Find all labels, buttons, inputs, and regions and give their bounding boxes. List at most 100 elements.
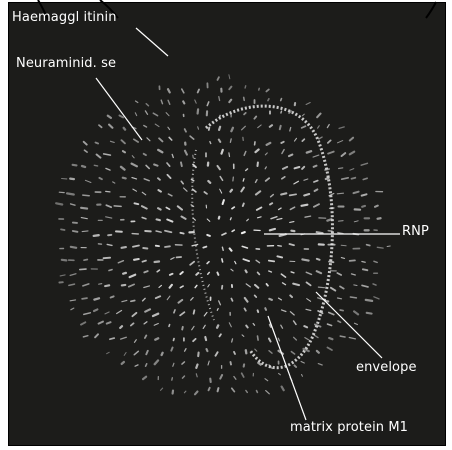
- surface-spike: [207, 349, 208, 351]
- surface-spike: [190, 262, 194, 265]
- surface-spike: [328, 348, 332, 351]
- surface-spike: [196, 374, 197, 377]
- surface-spike: [281, 99, 282, 101]
- surface-spike: [305, 338, 309, 340]
- surface-spike: [362, 262, 365, 263]
- surface-spike: [109, 125, 112, 128]
- surface-spike: [143, 248, 147, 249]
- surface-spike: [83, 284, 89, 286]
- surface-spike: [341, 258, 344, 259]
- surface-spike: [111, 296, 114, 297]
- rnp-strand: [243, 204, 244, 207]
- surface-spike: [185, 349, 186, 352]
- surface-spike: [153, 314, 158, 316]
- surface-spike: [301, 362, 304, 364]
- surface-spike: [219, 97, 220, 101]
- surface-spike: [71, 308, 74, 310]
- surface-spike: [104, 258, 111, 259]
- matrix-layer: [192, 150, 214, 320]
- rnp-strand: [305, 216, 311, 217]
- rnp-strand: [269, 271, 272, 272]
- surface-spike: [184, 188, 187, 191]
- surface-spike: [350, 152, 354, 155]
- surface-spike: [307, 282, 311, 285]
- rnp-strand: [217, 273, 218, 275]
- surface-spike: [361, 163, 367, 165]
- surface-spike: [73, 231, 78, 232]
- surface-spike: [266, 89, 268, 91]
- rnp-strand: [302, 205, 308, 206]
- rnp-strand: [255, 285, 258, 288]
- surface-spike: [158, 208, 161, 209]
- surface-spike: [166, 113, 169, 116]
- surface-spike: [246, 350, 247, 353]
- surface-spike: [172, 154, 173, 157]
- surface-spike: [159, 190, 161, 192]
- surface-spike: [82, 298, 87, 299]
- surface-spike: [354, 221, 358, 222]
- rnp-strand: [315, 190, 318, 192]
- surface-spike: [73, 165, 77, 166]
- surface-spike: [258, 310, 259, 312]
- rnp-strand: [290, 244, 295, 245]
- surface-spike: [234, 352, 235, 354]
- surface-spike: [61, 229, 65, 230]
- surface-spike: [209, 388, 210, 391]
- surface-spike: [120, 116, 124, 118]
- rnp-strand: [232, 230, 234, 231]
- surface-spike: [167, 175, 170, 178]
- surface-spike: [374, 297, 379, 299]
- rnp-strand: [302, 259, 308, 260]
- surface-spike: [172, 378, 173, 381]
- rnp-strand: [207, 219, 210, 221]
- surface-spike: [145, 111, 147, 114]
- surface-spike: [81, 218, 87, 219]
- surface-spike: [144, 271, 147, 272]
- surface-spike: [156, 231, 161, 232]
- surface-spike: [82, 166, 85, 167]
- surface-spike: [99, 125, 102, 127]
- surface-spike: [373, 284, 376, 285]
- surface-spike: [144, 126, 147, 128]
- surface-spike: [104, 154, 111, 155]
- surface-spike: [268, 99, 269, 101]
- rnp-strand: [219, 140, 221, 142]
- surface-spike: [156, 296, 160, 298]
- surface-spike: [278, 338, 279, 341]
- surface-spike: [134, 259, 139, 260]
- rnp-strand: [280, 126, 281, 129]
- surface-spike: [117, 311, 122, 314]
- rnp-strand: [231, 128, 233, 131]
- surface-spike: [180, 272, 183, 274]
- surface-spike: [257, 391, 258, 393]
- surface-spike: [107, 352, 110, 353]
- surface-spike: [173, 363, 174, 366]
- surface-spike: [354, 285, 357, 286]
- rnp-strand: [256, 260, 259, 262]
- surface-spike: [84, 142, 87, 145]
- surface-spike: [154, 165, 157, 166]
- surface-spike: [96, 143, 99, 144]
- surface-spike: [122, 300, 127, 301]
- surface-spike: [182, 89, 184, 93]
- surface-spike: [122, 247, 126, 248]
- rnp-strand: [306, 272, 311, 274]
- surface-spike: [124, 353, 126, 356]
- rnp-strand: [204, 192, 207, 194]
- surface-spike: [319, 137, 322, 139]
- surface-spike: [242, 373, 244, 377]
- surface-spike: [265, 308, 266, 310]
- surface-spike: [196, 273, 198, 275]
- surface-spike: [208, 285, 210, 287]
- surface-spike: [258, 363, 260, 365]
- surface-spike: [229, 75, 230, 79]
- surface-spike: [123, 273, 126, 274]
- surface-spike: [337, 193, 343, 194]
- surface-spike: [326, 178, 329, 179]
- surface-spike: [158, 178, 160, 180]
- surface-spike: [193, 218, 195, 220]
- surface-spike: [350, 138, 353, 141]
- surface-spike: [94, 309, 97, 311]
- surface-spike: [143, 298, 146, 301]
- surface-spike: [231, 299, 232, 301]
